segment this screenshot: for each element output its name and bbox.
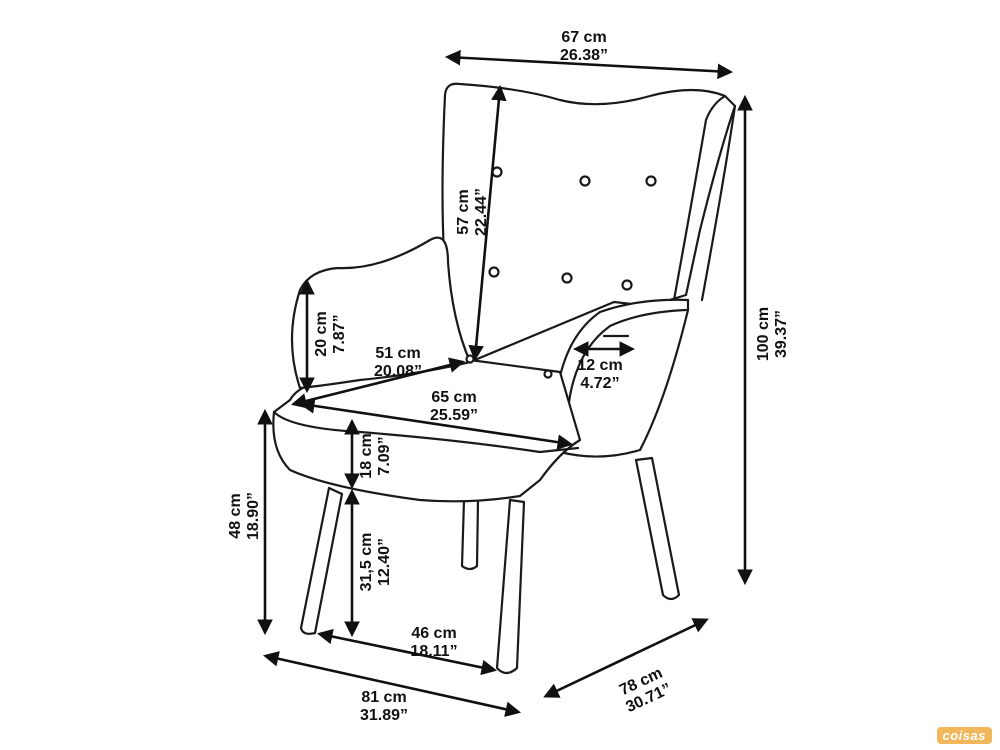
dim-line-leg-span (316, 628, 498, 676)
label-overall-width-in: 31.89” (360, 707, 408, 724)
dim-line-seat-depth (290, 357, 466, 409)
label-seat-height-in: 18.90” (245, 492, 262, 540)
chair-legs (299, 456, 681, 675)
front-left-leg (299, 486, 344, 635)
label-seat-width-in: 25.59” (430, 407, 478, 424)
front-right-leg (495, 498, 526, 675)
brand-watermark: coisas (936, 727, 992, 744)
dimension-labels: 67 cm 26.38” 100 cm 39.37” 57 cm 22.44” … (227, 29, 790, 724)
label-seat-height-cm: 48 cm (227, 493, 244, 538)
label-overall-width-cm: 81 cm (361, 689, 406, 706)
label-backrest-cm: 57 cm (455, 189, 472, 234)
right-armrest (553, 298, 690, 458)
dim-line-width-top (444, 49, 734, 80)
label-height-total-in: 39.37” (773, 310, 790, 358)
label-armrest-height-cm: 20 cm (313, 311, 330, 356)
backrest (441, 82, 737, 364)
label-seat-thickness-in: 7.09” (376, 436, 393, 475)
label-seat-depth-in: 20.08” (374, 363, 422, 380)
label-seat-thickness-cm: 18 cm (358, 433, 375, 478)
label-leg-span-in: 18.11” (410, 643, 457, 660)
label-backrest-in: 22.44” (473, 188, 490, 236)
label-width-top-cm: 67 cm (561, 29, 606, 46)
label-seat-depth-cm: 51 cm (375, 345, 420, 362)
dim-line-seat-width (298, 398, 574, 450)
dim-line-overall-depth (543, 618, 709, 698)
label-armrest-width-in: 4.72” (580, 375, 619, 392)
dimension-lines (257, 49, 753, 717)
label-leg-span-cm: 46 cm (411, 625, 456, 642)
back-right-leg (634, 456, 681, 601)
label-width-top-in: 26.38” (560, 47, 608, 64)
label-armrest-height-in: 7.87” (331, 314, 348, 353)
label-leg-height-cm: 31,5 cm (358, 533, 375, 592)
label-height-total-cm: 100 cm (755, 307, 772, 361)
back-left-leg (460, 498, 480, 571)
dim-line-overall-width (262, 651, 522, 717)
dim-line-backrest (468, 84, 507, 362)
label-armrest-width-cm: 12 cm (577, 357, 622, 374)
label-leg-height-in: 12.40” (376, 538, 393, 586)
label-seat-width-cm: 65 cm (431, 389, 476, 406)
